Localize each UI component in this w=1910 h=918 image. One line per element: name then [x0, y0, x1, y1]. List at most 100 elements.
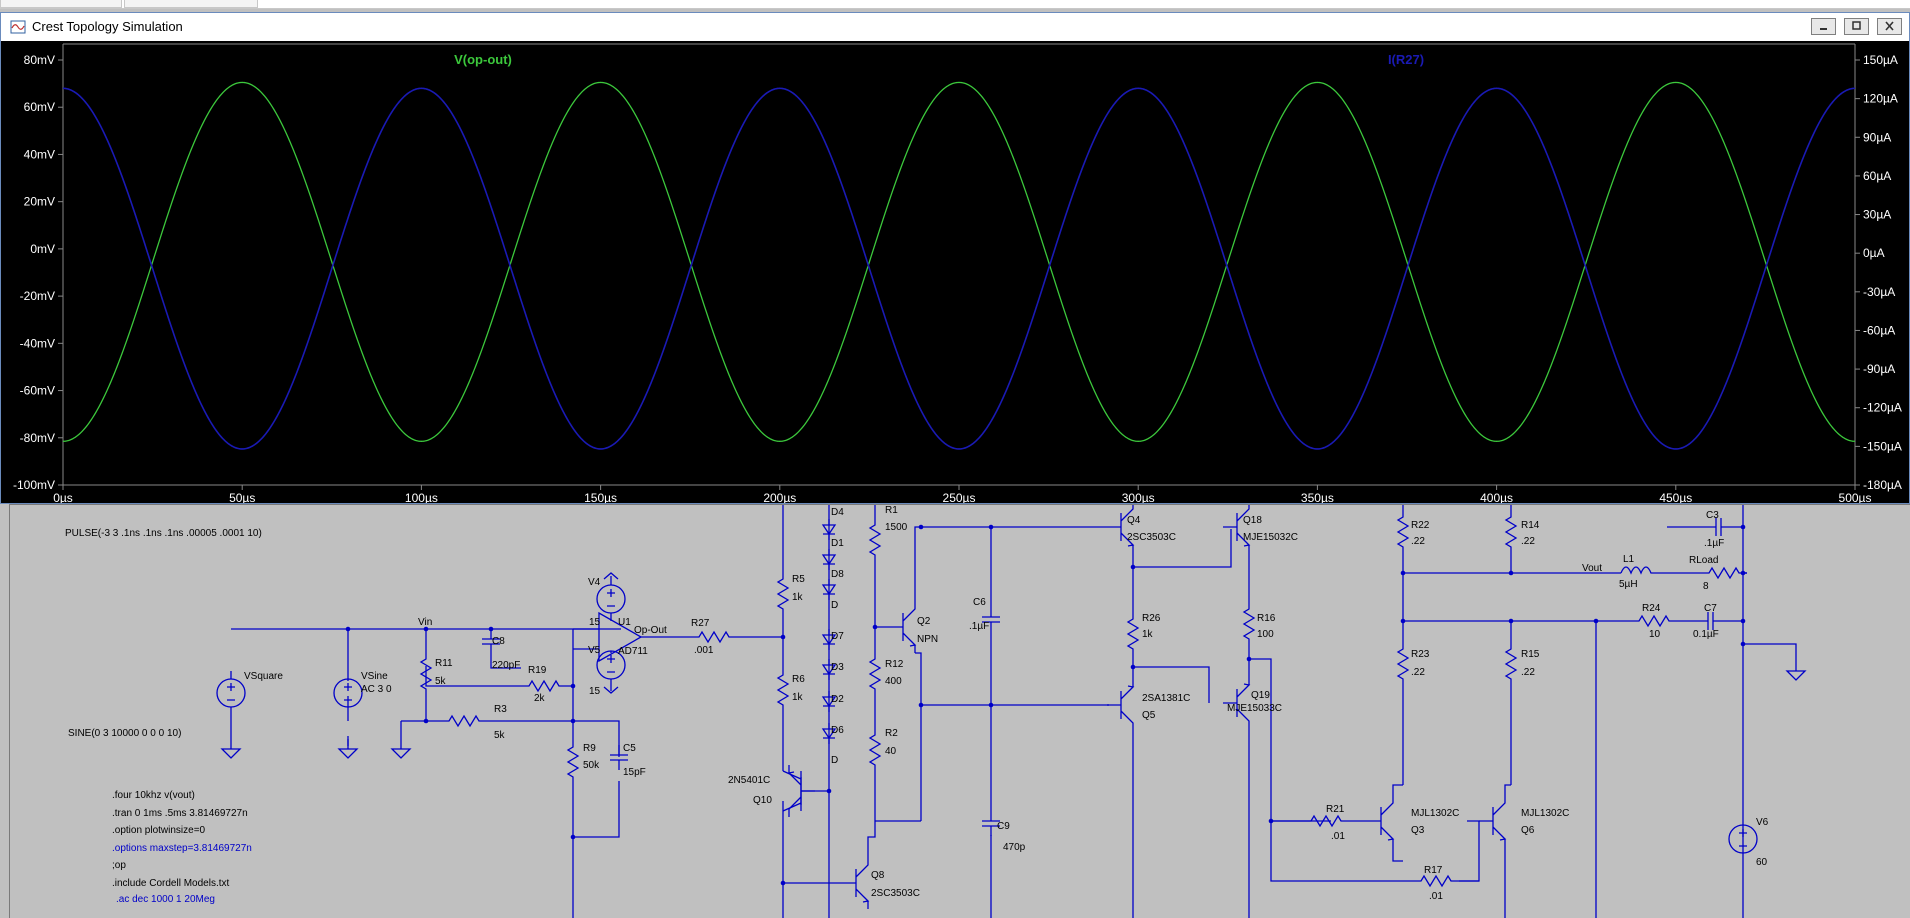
r3-value: 5k [494, 730, 506, 741]
r23-label: R23 [1411, 649, 1430, 660]
x-tick-label: 50µs [229, 491, 255, 503]
r15-label: R15 [1521, 649, 1540, 660]
tab-strip [0, 0, 1910, 9]
vsquare-source[interactable] [216, 671, 246, 759]
r15-resistor[interactable] [1505, 640, 1517, 688]
directive-op[interactable]: ;op [112, 860, 126, 871]
r21-value: .01 [1331, 831, 1345, 842]
r16-resistor[interactable] [1243, 600, 1255, 648]
r14-value: .22 [1521, 536, 1535, 547]
r3-label: R3 [494, 704, 507, 715]
q19-value: MJE15033C [1227, 703, 1282, 714]
r11-label: R11 [435, 658, 453, 669]
waveform-plot[interactable]: V(op-out) I(R27) 80mV60mV40mV20mV0mV-20m… [1, 41, 1909, 503]
close-button[interactable] [1877, 18, 1902, 35]
directive-sine[interactable]: SINE(0 3 10000 0 0 0 10) [68, 728, 181, 739]
right-tick-label: -90µA [1863, 362, 1895, 376]
left-axis-ticks: 80mV60mV40mV20mV0mV-20mV-40mV-60mV-80mV-… [13, 53, 63, 492]
x-tick-label: 500µs [1839, 491, 1872, 503]
c7-capacitor[interactable] [1697, 611, 1724, 631]
maximize-button[interactable] [1844, 18, 1869, 35]
d4-label: D4 [831, 507, 844, 518]
r14-resistor[interactable] [1505, 508, 1517, 556]
q6-transistor[interactable] [1478, 794, 1506, 848]
r26-label: R26 [1142, 613, 1161, 624]
q5-transistor[interactable] [1106, 678, 1134, 732]
window-title: Crest Topology Simulation [32, 19, 183, 34]
r1-value: 1500 [885, 522, 908, 533]
right-tick-label: 0µA [1863, 246, 1885, 260]
x-tick-label: 250µs [943, 491, 976, 503]
l1-value: 5µH [1619, 579, 1638, 590]
r15-value: .22 [1521, 667, 1535, 678]
c7-value: 0.1µF [1693, 629, 1719, 640]
right-tick-label: 120µA [1863, 92, 1898, 106]
u1-value: AD711 [618, 646, 648, 657]
left-tick-label: -20mV [20, 289, 55, 303]
q2-value: NPN [917, 634, 938, 645]
r5-resistor[interactable] [777, 570, 789, 618]
v4-source[interactable] [596, 572, 626, 621]
v5-source[interactable] [596, 650, 626, 694]
q2-label: Q2 [917, 616, 931, 627]
directive-tran[interactable]: .tran 0 1ms .5ms 3.81469727n [112, 808, 248, 819]
d8-value: D [831, 600, 838, 611]
trace-name-left[interactable]: V(op-out) [454, 52, 512, 67]
r26-resistor[interactable] [1127, 610, 1139, 658]
d8-label: D8 [831, 569, 844, 580]
q4-transistor[interactable] [1106, 504, 1134, 554]
schematic-editor[interactable]: PULSE(-3 3 .1ns .1ns .1ns .00005 .0001 1… [9, 504, 1910, 918]
directive-option-plot[interactable]: .option plotwinsize=0 [112, 825, 206, 836]
title-bar: Crest Topology Simulation [1, 13, 1909, 42]
r19-value: 2k [534, 693, 546, 704]
l1-inductor[interactable] [1620, 566, 1655, 575]
u1-opamp[interactable] [573, 611, 691, 663]
r17-resistor[interactable] [1412, 875, 1460, 887]
q19-label: Q19 [1251, 690, 1270, 701]
r23-resistor[interactable] [1397, 640, 1409, 688]
vout-net-label: Vout [1582, 563, 1602, 574]
tab-plot[interactable] [124, 0, 258, 8]
r2-value: 40 [885, 746, 897, 757]
r24-resistor[interactable] [1630, 615, 1678, 627]
r9-resistor[interactable] [567, 738, 579, 786]
d1-label: D1 [831, 538, 844, 549]
r6-value: 1k [792, 692, 804, 703]
directive-include[interactable]: .include Cordell Models.txt [112, 878, 229, 889]
r6-resistor[interactable] [777, 666, 789, 714]
tab-schematic[interactable] [0, 0, 122, 8]
trace-v-op-out [62, 81, 1856, 442]
r12-resistor[interactable] [869, 650, 881, 698]
x-tick-label: 300µs [1122, 491, 1155, 503]
r27-resistor[interactable] [690, 631, 738, 643]
q8-label: Q8 [871, 870, 885, 881]
r2-resistor[interactable] [869, 726, 881, 774]
r5-value: 1k [792, 592, 804, 603]
trace-name-right[interactable]: I(R27) [1388, 52, 1424, 67]
vsine-value: AC 3 0 [361, 684, 392, 695]
q3-transistor[interactable] [1366, 794, 1394, 848]
rload-resistor[interactable] [1700, 567, 1748, 579]
directive-options-maxstep[interactable]: .options maxstep=3.81469727n [112, 843, 252, 854]
r17-value: .01 [1429, 891, 1443, 902]
x-tick-label: 400µs [1480, 491, 1513, 503]
q8-transistor[interactable] [841, 856, 869, 910]
directive-ac[interactable]: .ac dec 1000 1 20Meg [116, 894, 215, 905]
maximize-icon [1852, 21, 1861, 30]
rload-label: RLoad [1689, 555, 1718, 566]
q18-transistor[interactable] [1222, 504, 1250, 554]
directive-four[interactable]: .four 10khz v(vout) [112, 790, 195, 801]
q3-label: Q3 [1411, 825, 1425, 836]
r19-resistor[interactable] [520, 680, 568, 692]
r3-resistor[interactable] [440, 715, 488, 727]
left-tick-label: -60mV [20, 384, 55, 398]
r16-label: R16 [1257, 613, 1276, 624]
r1-resistor[interactable] [869, 516, 881, 564]
schematic-canvas[interactable]: PULSE(-3 3 .1ns .1ns .1ns .00005 .0001 1… [9, 504, 1910, 918]
minimize-button[interactable] [1811, 18, 1836, 35]
l1-label: L1 [1623, 554, 1635, 565]
r27-label: R27 [691, 618, 710, 629]
q2-transistor[interactable] [888, 600, 916, 654]
directive-pulse[interactable]: PULSE(-3 3 .1ns .1ns .1ns .00005 .0001 1… [65, 528, 262, 539]
r22-resistor[interactable] [1397, 508, 1409, 556]
